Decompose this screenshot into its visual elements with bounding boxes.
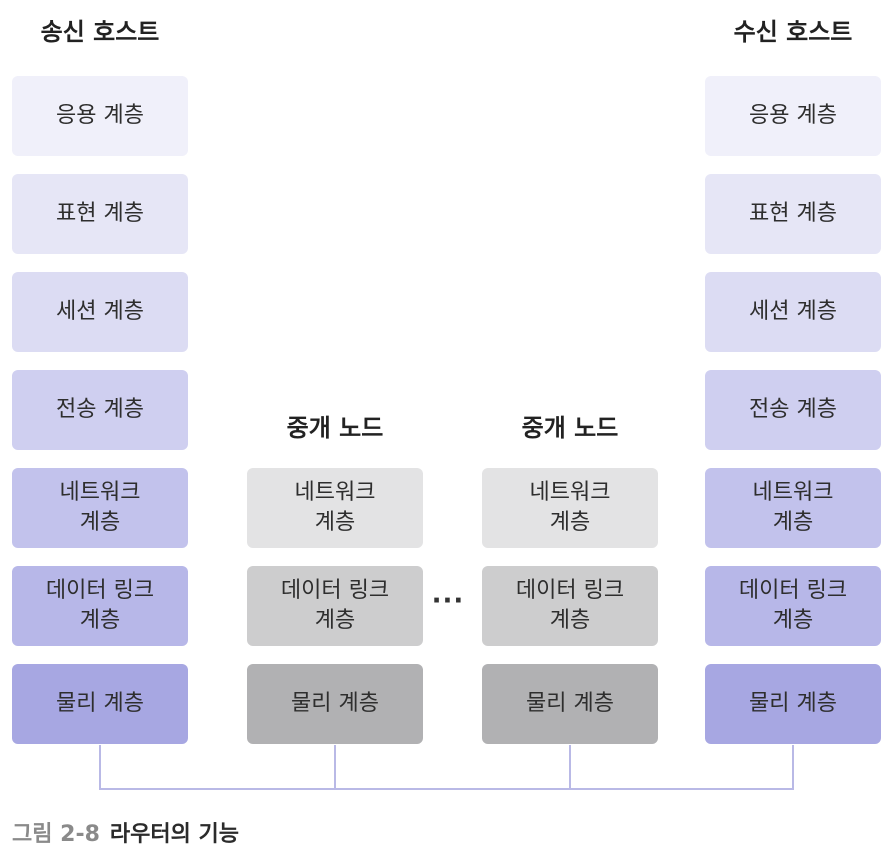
receiver-session-layer: 세션 계층: [705, 272, 881, 352]
relay-left-physical-layer: 물리 계층: [247, 664, 423, 744]
more-relay-nodes-ellipsis: ···: [431, 586, 465, 616]
sender-transport-layer: 전송 계층: [12, 370, 188, 450]
sender-datalink-layer: 데이터 링크 계층: [12, 566, 188, 646]
sender-session-layer: 세션 계층: [12, 272, 188, 352]
relay-right-title: 중개 노드: [521, 414, 619, 442]
relay-right-datalink-layer: 데이터 링크 계층: [482, 566, 658, 646]
sender-host-title: 송신 호스트: [40, 18, 160, 46]
figure-caption-text: 라우터의 기능: [109, 822, 239, 847]
receiver-physical-layer: 물리 계층: [705, 664, 881, 744]
receiver-datalink-layer: 데이터 링크 계층: [705, 566, 881, 646]
relay-right-physical-layer: 물리 계층: [482, 664, 658, 744]
figure-number: 그림 2-8: [12, 822, 100, 847]
figure-caption: 그림 2-8 라우터의 기능: [12, 816, 239, 848]
sender-presentation-layer: 표현 계층: [12, 174, 188, 254]
relay-right-network-layer: 네트워크 계층: [482, 468, 658, 548]
receiver-presentation-layer: 표현 계층: [705, 174, 881, 254]
relay-left-title: 중개 노드: [286, 414, 384, 442]
sender-network-layer: 네트워크 계층: [12, 468, 188, 548]
relay-left-datalink-layer: 데이터 링크 계층: [247, 566, 423, 646]
sender-application-layer: 응용 계층: [12, 76, 188, 156]
receiver-network-layer: 네트워크 계층: [705, 468, 881, 548]
receiver-host-title: 수신 호스트: [733, 18, 853, 46]
receiver-transport-layer: 전송 계층: [705, 370, 881, 450]
receiver-application-layer: 응용 계층: [705, 76, 881, 156]
sender-physical-layer: 물리 계층: [12, 664, 188, 744]
relay-left-network-layer: 네트워크 계층: [247, 468, 423, 548]
